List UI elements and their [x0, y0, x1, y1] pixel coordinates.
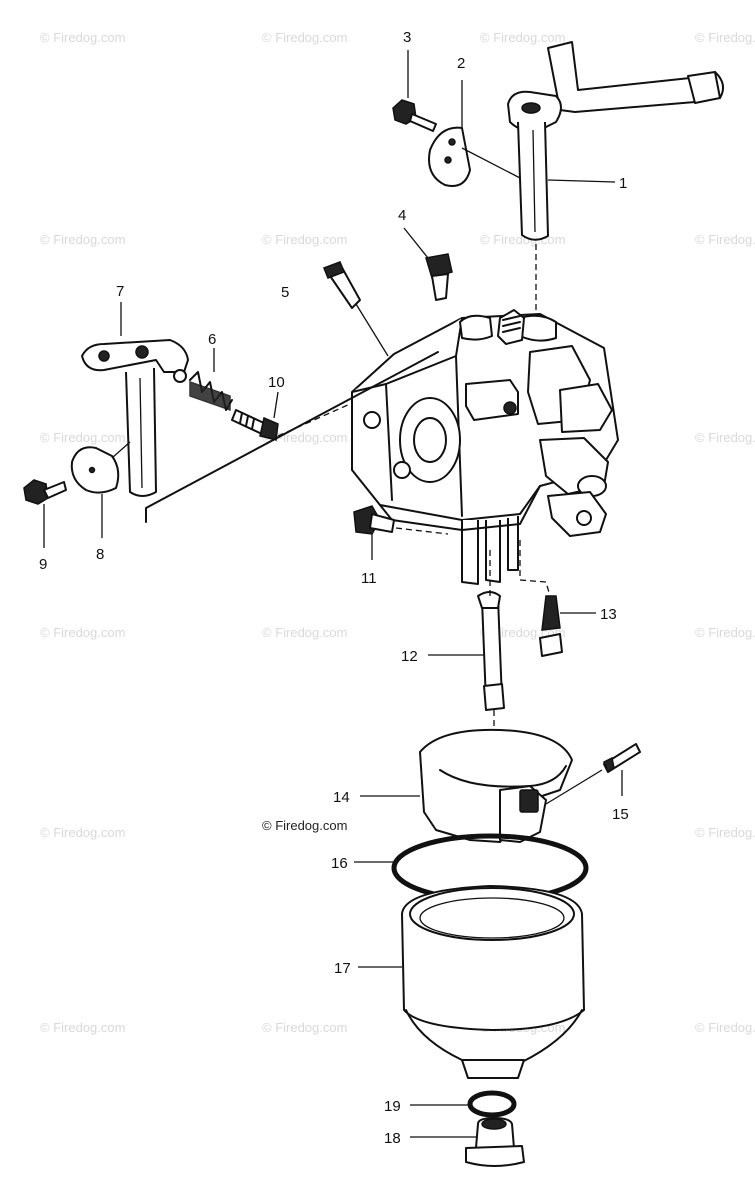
carburetor-body[interactable] — [351, 309, 619, 585]
watermark: © Firedog.com — [695, 430, 755, 445]
assembly-line — [519, 540, 551, 597]
callout-17: 17 — [334, 960, 351, 977]
callout-18: 18 — [384, 1130, 401, 1147]
assembly-line — [461, 147, 521, 179]
part-9-throttle-screw[interactable] — [23, 479, 67, 505]
assembly-line — [277, 403, 351, 437]
part-11-plug[interactable] — [353, 505, 395, 535]
part-19-washer[interactable] — [467, 1090, 517, 1118]
callout-3: 3 — [403, 29, 411, 46]
part-1-choke-shaft[interactable] — [507, 41, 725, 241]
callout-13: 13 — [600, 606, 617, 623]
part-14-float[interactable] — [419, 728, 573, 843]
watermark: © Firedog.com — [40, 430, 126, 445]
part-17-float-bowl[interactable] — [401, 885, 585, 1079]
part-12-main-nozzle[interactable] — [477, 591, 505, 711]
watermark: © Firedog.com — [40, 1020, 126, 1035]
part-2-choke-valve[interactable] — [428, 126, 471, 187]
callout-2: 2 — [457, 55, 465, 72]
watermark: © Firedog.com — [695, 232, 755, 247]
callout-19: 19 — [384, 1098, 401, 1115]
part-4-screw[interactable] — [425, 253, 453, 301]
leader-line — [403, 227, 429, 259]
callout-4: 4 — [398, 207, 406, 224]
callout-1: 1 — [619, 175, 627, 192]
watermark: © Firedog.com — [262, 30, 348, 45]
callout-14: 14 — [333, 789, 350, 806]
linkage-line — [145, 351, 439, 523]
part-5-pin[interactable] — [323, 261, 361, 309]
callout-8: 8 — [96, 546, 104, 563]
assembly-line — [355, 303, 389, 357]
watermark: © Firedog.com — [262, 232, 348, 247]
watermark: © Firedog.com — [695, 1020, 755, 1035]
part-7-throttle-lever[interactable] — [81, 339, 189, 497]
part-6-spring[interactable] — [189, 371, 233, 412]
assembly-line — [111, 441, 131, 459]
part-15-float-pin[interactable] — [603, 743, 641, 774]
watermark: © Firedog.com — [40, 825, 126, 840]
part-18-drain-bolt[interactable] — [465, 1117, 525, 1167]
watermark: © Firedog.com — [40, 30, 126, 45]
watermark: © Firedog.com — [480, 30, 566, 45]
callout-6: 6 — [208, 331, 216, 348]
watermark: © Firedog.com — [695, 30, 755, 45]
watermark: © Firedog.com — [262, 1020, 348, 1035]
copyright-credit: © Firedog.com — [262, 818, 348, 833]
part-3-choke-screw[interactable] — [392, 99, 437, 132]
callout-5: 5 — [281, 284, 289, 301]
watermark: © Firedog.com — [40, 625, 126, 640]
assembly-line — [395, 527, 449, 535]
callout-16: 16 — [331, 855, 348, 872]
callout-15: 15 — [612, 806, 629, 823]
part-10-stop-screw[interactable] — [231, 409, 279, 441]
callout-12: 12 — [401, 648, 418, 665]
assembly-line — [545, 769, 603, 805]
watermark: © Firedog.com — [695, 825, 755, 840]
callout-9: 9 — [39, 556, 47, 573]
part-8-throttle-valve[interactable] — [70, 446, 120, 494]
part-13-float-needle[interactable] — [539, 595, 563, 657]
watermark: © Firedog.com — [695, 625, 755, 640]
callout-7: 7 — [116, 283, 124, 300]
leader-line — [547, 179, 616, 183]
watermark: © Firedog.com — [40, 232, 126, 247]
callout-10: 10 — [268, 374, 285, 391]
watermark: © Firedog.com — [262, 625, 348, 640]
leader-line — [273, 391, 279, 419]
callout-11: 11 — [361, 570, 377, 587]
